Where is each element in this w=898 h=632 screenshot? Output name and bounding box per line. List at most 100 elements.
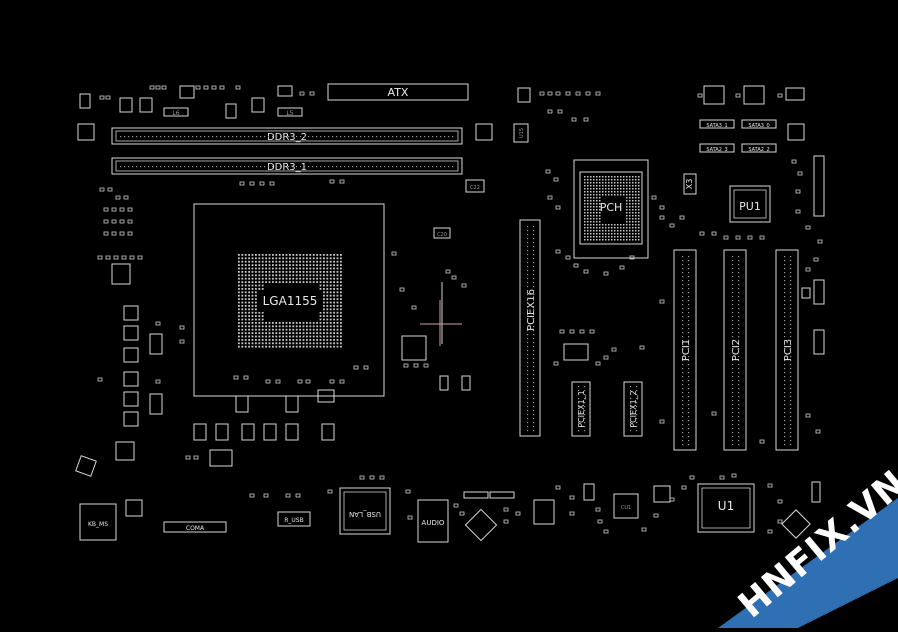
lga-pad <box>299 322 301 324</box>
dimm-pin <box>164 166 166 168</box>
dimm-pin <box>132 136 134 138</box>
passive-part <box>659 205 665 210</box>
lga-pad <box>282 260 284 263</box>
dimm-pin <box>388 166 390 168</box>
dimm-pin <box>184 166 186 168</box>
slot-pin <box>527 318 529 320</box>
lga-pad <box>336 308 339 311</box>
lga-pad <box>238 260 240 263</box>
lga-pad <box>312 342 315 345</box>
lga-pad <box>268 339 271 341</box>
dimm-pin <box>288 166 290 168</box>
lga-pad <box>244 271 247 273</box>
slot-pin <box>790 388 792 390</box>
pch-ball <box>629 221 631 223</box>
lga-pad <box>248 277 250 280</box>
lga-pad <box>265 332 267 334</box>
passive-part <box>339 179 345 184</box>
lga-pad <box>244 294 247 297</box>
pch-ball <box>632 236 634 238</box>
slot-pin <box>738 412 740 414</box>
pch-ball <box>587 224 589 226</box>
pch-ball <box>596 182 598 184</box>
slot-pin <box>738 336 740 338</box>
pch-ball <box>599 206 601 208</box>
pch-ball <box>608 191 610 193</box>
lga-pad <box>302 254 305 256</box>
slot-pin <box>688 348 690 350</box>
dimm-pin <box>136 166 138 168</box>
pch-ball <box>587 230 589 232</box>
dimm-pin <box>128 166 130 168</box>
passive-part <box>113 255 119 260</box>
lga-pad <box>265 271 267 273</box>
lga-pad <box>312 271 315 273</box>
lga-pad <box>312 254 315 256</box>
pch-ball <box>629 185 631 187</box>
pch-ball <box>599 191 601 193</box>
passive-part <box>353 365 359 370</box>
pch-ball <box>626 191 628 193</box>
slot-pin <box>527 242 529 244</box>
pch-ball <box>608 230 610 232</box>
passive-part <box>155 85 161 90</box>
slot-pin <box>738 392 740 394</box>
slot-pin <box>527 262 529 264</box>
lga-pad <box>319 267 322 270</box>
lga-pad <box>302 267 305 270</box>
slot-pin <box>738 300 740 302</box>
slot-pin <box>636 406 638 408</box>
slot-pin <box>790 292 792 294</box>
pch-ball <box>635 179 637 181</box>
pch-ball <box>584 236 586 238</box>
slot-pin <box>533 258 535 260</box>
lga-pad <box>316 325 318 328</box>
dimm-pin <box>144 166 146 168</box>
pch-ball <box>608 194 610 196</box>
pch-ball <box>629 230 631 232</box>
lga-pad <box>255 335 257 338</box>
pch-ball <box>593 215 595 217</box>
lga-pad <box>326 274 329 277</box>
lga-pad <box>251 284 254 287</box>
dimm-pin <box>392 166 394 168</box>
pch-ball <box>599 215 601 217</box>
lga-pad <box>329 335 332 338</box>
slot-pin <box>790 392 792 394</box>
dimm-pin <box>416 166 418 168</box>
slot-pin <box>636 414 638 416</box>
pch-ball <box>635 200 637 202</box>
lga-pad <box>248 318 250 321</box>
dimm-pin <box>404 136 406 138</box>
slot-pin <box>790 264 792 266</box>
passive-part <box>249 493 255 498</box>
lga-pad <box>336 311 339 314</box>
slot-pin <box>790 268 792 270</box>
lga-pad <box>251 274 254 277</box>
lga-pad <box>251 328 254 331</box>
lga-pad <box>282 267 284 270</box>
slot-pin <box>784 304 786 306</box>
slot-pin <box>732 288 734 290</box>
slot-pin <box>527 254 529 256</box>
lga-pad <box>238 298 240 300</box>
slot-pin <box>584 394 586 396</box>
pch-ball <box>620 185 622 187</box>
pch-ball <box>608 179 610 181</box>
lga-pad <box>295 274 298 277</box>
slot-pin <box>732 300 734 302</box>
passive-part <box>565 255 571 260</box>
lga-pad <box>319 284 322 287</box>
slot-pin <box>790 400 792 402</box>
lga-pad <box>265 342 267 345</box>
dimm-pin <box>128 136 130 138</box>
lga-pad <box>326 328 329 331</box>
sata-label-1: SATA3_0 <box>748 123 769 129</box>
slot-pin <box>784 288 786 290</box>
pch-ball <box>635 212 637 214</box>
lga-pad <box>299 267 301 270</box>
lga-pad <box>258 267 261 270</box>
lga-pad <box>238 335 240 338</box>
lga-pad <box>268 345 271 348</box>
lga-pad <box>238 328 240 331</box>
